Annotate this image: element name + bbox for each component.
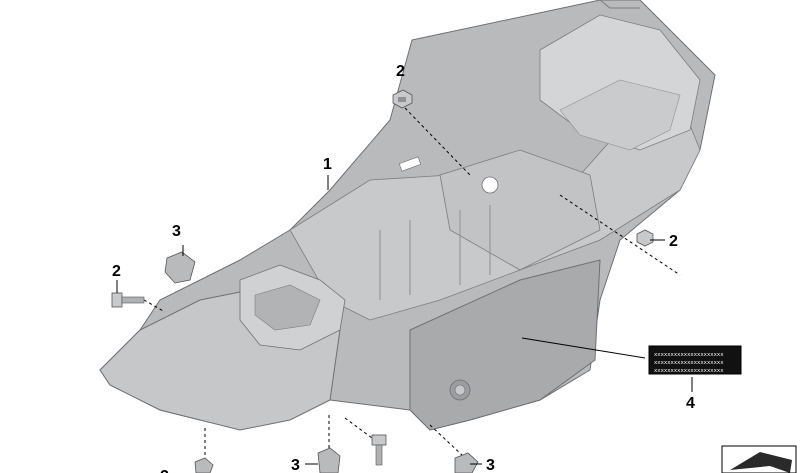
- label-sticker: xxxxxxxxxxxxxxxxxxxxx xxxxxxxxxxxxxxxxxx…: [648, 345, 742, 375]
- screw-icon-left: [111, 292, 145, 308]
- callout-2-left: 2: [112, 263, 121, 280]
- screw-icon-top: [392, 89, 413, 109]
- callout-3-lower-right: 3: [486, 457, 495, 473]
- callout-3-lower-left: 3: [291, 457, 300, 473]
- callout-4: 4: [686, 395, 695, 412]
- label-sticker-line-1: xxxxxxxxxxxxxxxxxxxxx: [654, 352, 724, 358]
- screw-icon-bottom: [371, 434, 387, 466]
- leader-line: [521, 337, 646, 359]
- leader-line: [559, 194, 681, 276]
- callout-2-right: 2: [669, 233, 678, 250]
- label-sticker-line-3: xxxxxxxxxxxxxxxxxxxxx: [654, 368, 724, 374]
- callout-1: 1: [323, 156, 332, 173]
- callout-3-upper: 3: [172, 223, 181, 240]
- clip-nut-icon-lower-right: [454, 452, 479, 473]
- reference-arrow-icon: [721, 445, 797, 473]
- leader-line: [344, 417, 373, 439]
- clip-nut-icon-upper: [164, 251, 196, 284]
- callout-2-bottom: 2: [160, 468, 169, 473]
- leader-line: [143, 299, 166, 313]
- rear-tray-part: [99, 0, 716, 431]
- clip-nut-icon-bottom-far-left: [194, 457, 214, 473]
- label-sticker-line-2: xxxxxxxxxxxxxxxxxxxxx: [654, 360, 724, 366]
- clip-nut-icon-lower-left: [317, 447, 341, 473]
- leader-line: [429, 424, 463, 456]
- screw-icon-right: [636, 229, 654, 247]
- callout-2-top: 2: [396, 63, 405, 80]
